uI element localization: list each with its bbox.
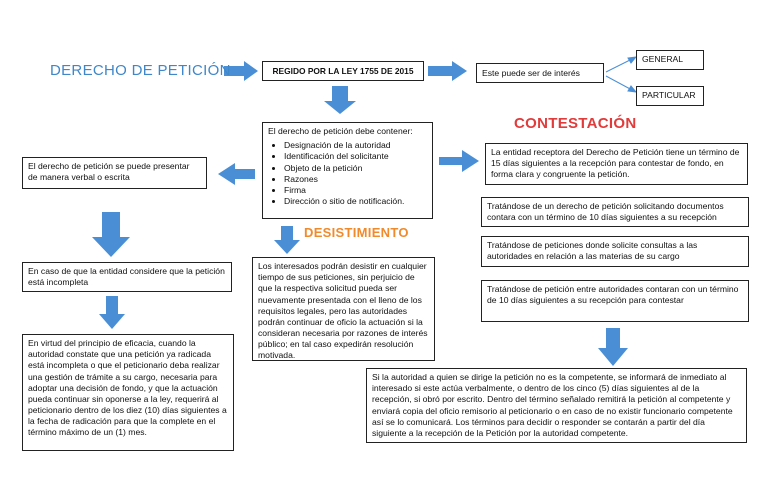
desistimiento-title: DESISTIMIENTO: [304, 225, 409, 240]
contestacion-title: CONTESTACIÓN: [514, 115, 637, 132]
verbal-text: El derecho de petición se puede presenta…: [28, 161, 190, 183]
eficacia-text: En virtud del principio de eficacia, cua…: [28, 338, 227, 438]
general-text: GENERAL: [642, 54, 684, 64]
arrow-down-icon: [274, 226, 300, 254]
arrow-right-icon: [439, 150, 479, 172]
general-box: GENERAL: [636, 50, 704, 70]
competente-text: Si la autoridad a quien se dirige la pet…: [372, 372, 733, 438]
consultas-box: Tratándose de peticiones donde solicite …: [481, 236, 749, 267]
list-item: Razones: [284, 174, 427, 185]
consultas-text: Tratándose de peticiones donde solicite …: [487, 240, 698, 262]
arrow-right-icon: [428, 61, 467, 81]
arrow-down-icon: [324, 86, 356, 114]
contener-box: El derecho de petición debe contener: De…: [262, 122, 433, 219]
incompleta-box: En caso de que la entidad considere que …: [22, 262, 232, 292]
contener-title: El derecho de petición debe contener:: [268, 126, 413, 136]
documentos-text: Tratándose de un derecho de petición sol…: [487, 201, 724, 223]
list-item: Dirección o sitio de notificación.: [284, 196, 427, 207]
desistir-box: Los interesados podrán desistir en cualq…: [252, 257, 435, 361]
arrow-right-icon: [224, 61, 258, 81]
arrow-down-icon: [598, 328, 628, 366]
list-item: Objeto de la petición: [284, 163, 427, 174]
regido-text: REGIDO POR LA LEY 1755 DE 2015: [272, 66, 414, 76]
arrow-down-icon: [92, 212, 130, 257]
autoridades-box: Tratándose de petición entre autoridades…: [481, 280, 749, 322]
documentos-box: Tratándose de un derecho de petición sol…: [481, 197, 749, 227]
verbal-box: El derecho de petición se puede presenta…: [22, 157, 207, 189]
autoridades-text: Tratándose de petición entre autoridades…: [487, 284, 739, 306]
list-item: Firma: [284, 185, 427, 196]
main-title: DERECHO DE PETICIÓN: [50, 62, 231, 79]
desistir-text: Los interesados podrán desistir en cualq…: [258, 261, 428, 361]
eficacia-box: En virtud del principio de eficacia, cua…: [22, 334, 234, 451]
competente-box: Si la autoridad a quien se dirige la pet…: [366, 368, 747, 443]
list-item: Identificación del solicitante: [284, 151, 427, 162]
incompleta-text: En caso de que la entidad considere que …: [28, 266, 225, 288]
arrow-down-icon: [99, 296, 125, 329]
interes-box: Este puede ser de interés: [476, 63, 604, 83]
list-item: Designación de la autoridad: [284, 140, 427, 151]
quince-text: La entidad receptora del Derecho de Peti…: [491, 147, 740, 180]
interes-text: Este puede ser de interés: [482, 68, 580, 78]
contener-list: Designación de la autoridad Identificaci…: [268, 140, 427, 207]
quince-box: La entidad receptora del Derecho de Peti…: [485, 143, 748, 185]
particular-text: PARTICULAR: [642, 90, 696, 100]
particular-box: PARTICULAR: [636, 86, 704, 106]
regido-box: REGIDO POR LA LEY 1755 DE 2015: [262, 61, 424, 81]
arrow-left-icon: [218, 163, 255, 185]
